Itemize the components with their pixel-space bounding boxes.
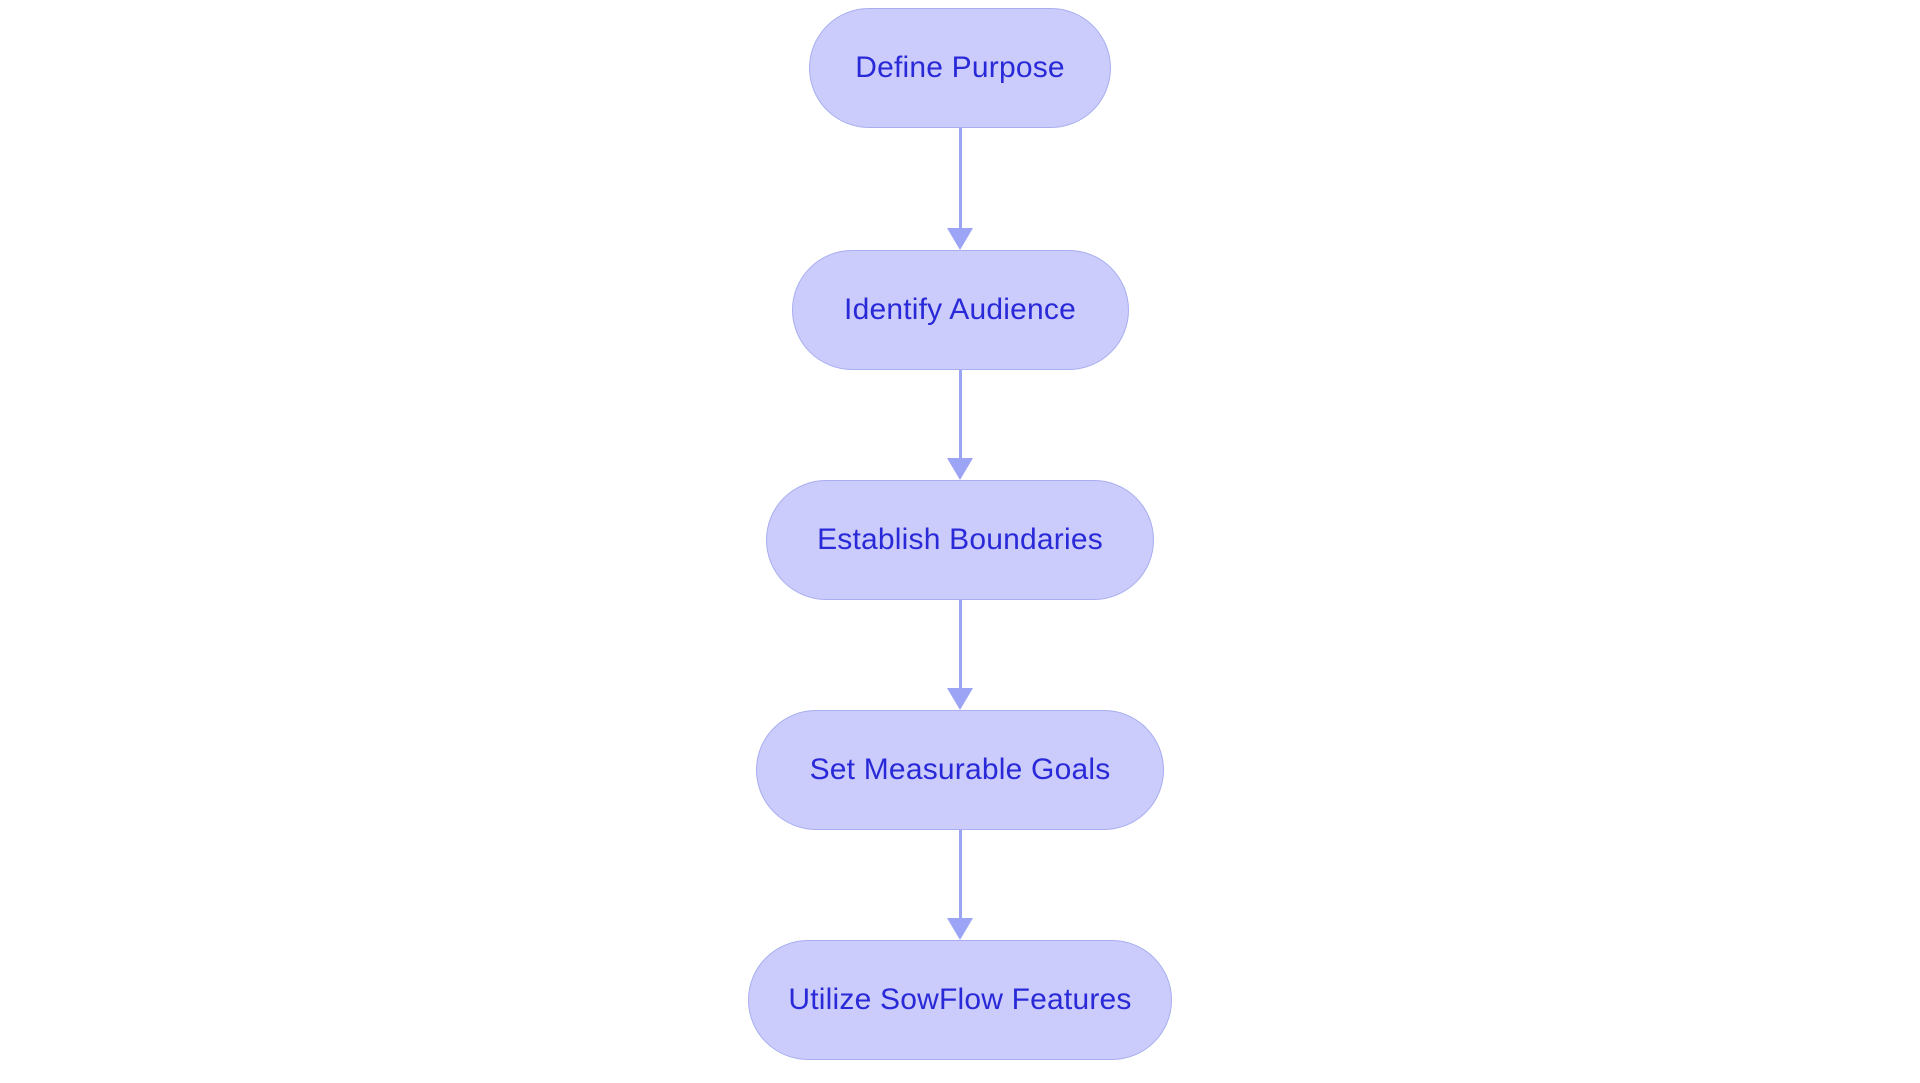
flow-connector-arrow-2 [945,370,975,480]
flow-node-label: Define Purpose [855,51,1065,84]
flow-connector-arrow-4 [945,830,975,940]
flow-node-label: Establish Boundaries [817,523,1103,556]
flow-node-utilize-sowflow-features[interactable]: Utilize SowFlow Features [748,940,1172,1060]
connector-line [958,128,962,228]
flow-node-define-purpose[interactable]: Define Purpose [809,8,1111,128]
arrow-down-icon [947,688,973,710]
connector-line [958,830,962,918]
arrow-down-icon [947,918,973,940]
arrow-down-icon [947,458,973,480]
flow-node-set-measurable-goals[interactable]: Set Measurable Goals [756,710,1164,830]
flow-connector-arrow-1 [945,128,975,250]
connector-line [958,370,962,458]
flow-node-label: Set Measurable Goals [809,753,1111,786]
flow-node-label: Identify Audience [844,293,1076,326]
flow-node-establish-boundaries[interactable]: Establish Boundaries [766,480,1154,600]
arrow-down-icon [947,228,973,250]
connector-line [958,600,962,688]
flow-node-identify-audience[interactable]: Identify Audience [791,250,1129,370]
flow-connector-arrow-3 [945,600,975,710]
flow-node-label: Utilize SowFlow Features [788,983,1132,1016]
